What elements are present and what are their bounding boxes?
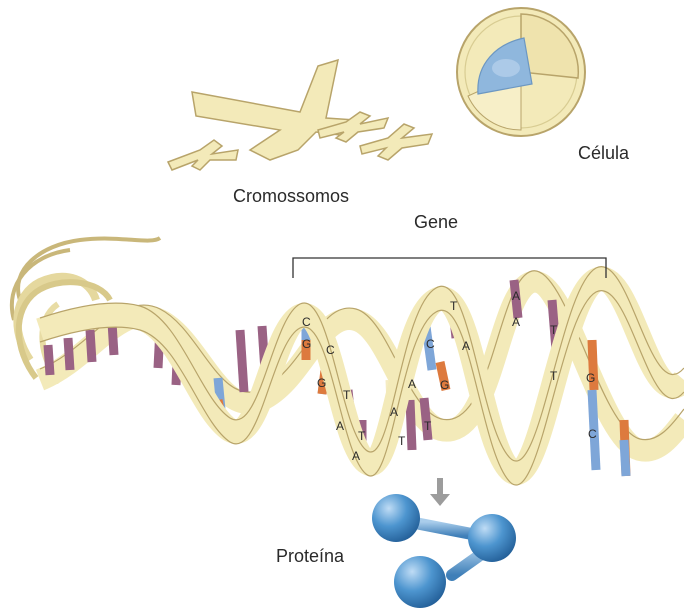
base-letter: G	[317, 376, 326, 390]
gene-label: Gene	[414, 212, 458, 233]
gene-bracket	[293, 258, 606, 278]
base-pair	[410, 400, 412, 450]
protein-subunit	[468, 514, 516, 562]
base-letter: T	[450, 299, 458, 313]
base-letter: A	[390, 405, 398, 419]
cell-label: Célula	[578, 143, 629, 164]
base-letter: T	[358, 429, 366, 443]
base-letter: T	[550, 323, 558, 337]
base-letter: C	[326, 343, 335, 357]
base-letter: G	[302, 337, 311, 351]
base-letter: C	[588, 427, 597, 441]
protein-subunit	[394, 556, 446, 608]
cell	[457, 8, 585, 136]
base-pair	[68, 338, 70, 370]
base-letter: T	[398, 434, 406, 448]
dna-helix: C G C G T A T A A T A C G T T A A A T T …	[12, 238, 684, 485]
chromosomes-label: Cromossomos	[233, 186, 349, 207]
base-pair	[240, 330, 244, 392]
chromosomes-group	[168, 60, 432, 170]
protein-molecule	[372, 494, 516, 608]
base-letter: G	[440, 378, 449, 392]
base-pair	[48, 345, 50, 375]
protein-subunit	[372, 494, 420, 542]
base-letter: T	[343, 388, 351, 402]
base-pair	[624, 440, 626, 476]
base-letter: T	[550, 369, 558, 383]
chromosome-small-left	[168, 140, 238, 170]
base-letter: A	[352, 449, 360, 463]
base-letter: G	[586, 371, 595, 385]
base-letter: T	[424, 419, 432, 433]
down-arrow-icon	[430, 478, 450, 506]
base-letter: A	[408, 377, 416, 391]
base-letter: C	[302, 315, 311, 329]
chromosome-small-middle	[318, 112, 388, 142]
base-letter: A	[336, 419, 344, 433]
base-letter: A	[512, 289, 520, 303]
protein-label: Proteína	[276, 546, 344, 567]
base-letter: A	[512, 315, 520, 329]
base-letter: A	[462, 339, 470, 353]
base-letter: C	[426, 337, 435, 351]
base-pair	[90, 330, 92, 362]
